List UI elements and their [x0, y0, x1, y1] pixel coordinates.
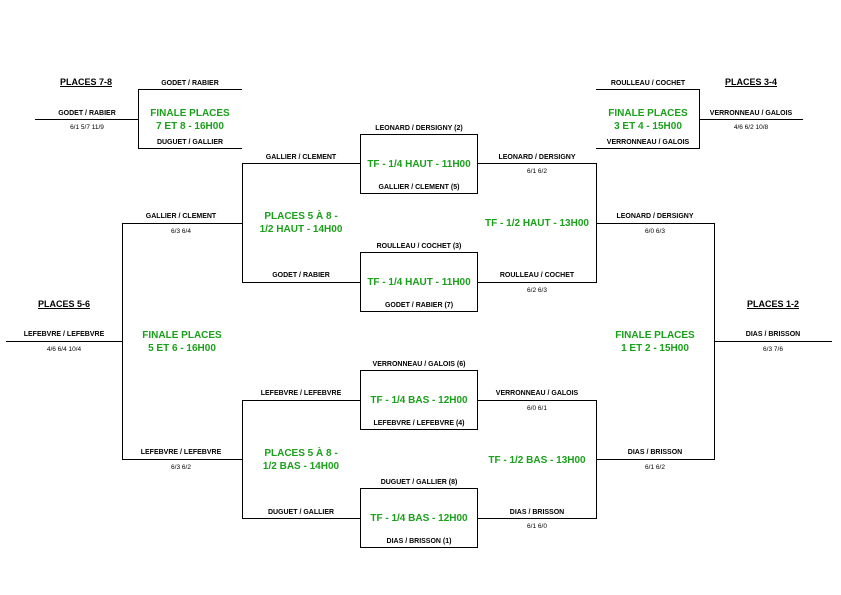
sf-bas-score: 6/1 6/2	[645, 464, 665, 471]
f78-score: 6/1 5/7 11/9	[70, 124, 104, 131]
sf-places-haut-winner: GALLIER / CLEMENT	[145, 213, 217, 220]
qf3-winner: VERRONNEAU / GALOIS	[495, 390, 579, 397]
f12-title-line1: FINALE PLACES	[615, 330, 695, 341]
sf-bas-winner: DIAS / BRISSON	[627, 449, 683, 456]
f56-winner: LEFEBVRE / LEFEBVRE	[23, 331, 105, 338]
bracket-line	[242, 518, 361, 519]
places-1-2-heading: PLACES 1-2	[746, 299, 800, 309]
f56-score: 4/6 6/4 10/4	[46, 346, 82, 353]
bracket-line	[596, 223, 715, 224]
bracket-line	[360, 429, 478, 430]
bracket-line	[477, 518, 597, 519]
f34-title-line1: FINALE PLACES	[608, 108, 688, 119]
qf2-bottom-team: GODET / RABIER (7)	[384, 302, 454, 309]
places-3-4-heading: PLACES 3-4	[724, 77, 778, 87]
f12-title-line2: 1 ET 2 - 15H00	[621, 343, 689, 354]
f78-winner: GODET / RABIER	[58, 110, 116, 117]
places-7-8-heading: PLACES 7-8	[59, 77, 113, 87]
sf-places-haut-line1: PLACES 5 À 8 -	[264, 211, 338, 222]
sf-places-5-8-haut-title: PLACES 5 À 8 - 1/2 HAUT - 14H00	[260, 210, 343, 236]
sf-places-bas-score: 6/3 6/2	[171, 464, 191, 471]
bracket-line	[242, 163, 361, 164]
f12-winner: DIAS / BRISSON	[745, 331, 801, 338]
f78-bottom-team: DUGUET / GALLIER	[156, 139, 224, 146]
f34-bottom-team: VERRONNEAU / GALOIS	[606, 139, 690, 146]
qf1-top-team: LEONARD / DERSIGNY (2)	[375, 125, 463, 132]
sf-places-haut-line2: 1/2 HAUT - 14H00	[259, 224, 343, 235]
f34-top-team: ROULLEAU / COCHET	[610, 80, 686, 87]
qf4-top-team: DUGUET / GALLIER (8)	[380, 479, 458, 486]
sf-bas-title: TF - 1/2 BAS - 13H00	[488, 455, 586, 466]
f78-title-line1: FINALE PLACES	[150, 108, 230, 119]
qf2-match-title: TF - 1/4 HAUT - 11H00	[367, 277, 471, 288]
qf2-winner: ROULLEAU / COCHET	[499, 272, 575, 279]
bracket-line	[242, 282, 361, 283]
bracket-line	[360, 193, 478, 194]
bracket-line	[477, 282, 597, 283]
bracket-line	[596, 148, 700, 149]
qf2-top-team: ROULLEAU / COCHET (3)	[376, 243, 462, 250]
bracket-line	[6, 341, 123, 342]
f34-match-title: FINALE PLACES 3 ET 4 - 15H00	[608, 107, 687, 133]
sf-haut-winner: LEONARD / DERSIGNY	[616, 213, 694, 220]
bracket-line	[138, 89, 242, 90]
bracket-line	[477, 163, 597, 164]
qf4-loser: DUGUET / GALLIER	[267, 509, 335, 516]
qf3-loser: LEFEBVRE / LEFEBVRE	[260, 390, 342, 397]
qf4-winner: DIAS / BRISSON	[509, 509, 565, 516]
qf1-score: 6/1 6/2	[527, 168, 547, 175]
sf-places-bas-winner: LEFEBVRE / LEFEBVRE	[140, 449, 222, 456]
bracket-line	[714, 341, 832, 342]
qf1-winner: LEONARD / DERSIGNY	[498, 154, 576, 161]
f34-score: 4/6 6/2 10/8	[733, 124, 769, 131]
places-5-6-heading: PLACES 5-6	[37, 299, 91, 309]
qf3-match-title: TF - 1/4 BAS - 12H00	[370, 395, 468, 406]
bracket-line	[360, 370, 478, 371]
bracket-line	[596, 89, 700, 90]
bracket-line	[360, 547, 478, 548]
qf1-loser: GALLIER / CLEMENT	[265, 154, 337, 161]
sf-places-haut-score: 6/3 6/4	[171, 228, 191, 235]
f78-top-team: GODET / RABIER	[161, 80, 219, 87]
qf4-match-title: TF - 1/4 BAS - 12H00	[370, 513, 468, 524]
qf3-top-team: VERRONNEAU / GALOIS (6)	[372, 361, 466, 368]
bracket-line	[360, 134, 361, 194]
bracket-line	[122, 223, 243, 224]
f12-score: 6/3 7/6	[763, 346, 783, 353]
f78-match-title: FINALE PLACES 7 ET 8 - 16H00	[150, 107, 229, 133]
f34-winner: VERRONNEAU / GALOIS	[709, 110, 793, 117]
f56-title-line2: 5 ET 6 - 16H00	[148, 343, 216, 354]
qf3-score: 6/0 6/1	[527, 405, 547, 412]
f78-title-line2: 7 ET 8 - 16H00	[156, 121, 224, 132]
bracket-line	[360, 311, 478, 312]
f34-title-line2: 3 ET 4 - 15H00	[614, 121, 682, 132]
qf1-bottom-team: GALLIER / CLEMENT (5)	[378, 184, 460, 191]
bracket-line	[477, 400, 597, 401]
bracket-line	[242, 400, 361, 401]
bracket-line	[699, 119, 803, 120]
f56-match-title: FINALE PLACES 5 ET 6 - 16H00	[142, 329, 221, 355]
bracket-line	[596, 459, 715, 460]
qf3-bottom-team: LEFEBVRE / LEFEBVRE (4)	[373, 420, 465, 427]
bracket-line	[360, 134, 478, 135]
sf-places-bas-line1: PLACES 5 À 8 -	[264, 448, 338, 459]
bracket-line	[360, 488, 478, 489]
qf2-score: 6/2 6/3	[527, 287, 547, 294]
bracket-line	[138, 148, 242, 149]
sf-places-bas-line2: 1/2 BAS - 14H00	[262, 461, 340, 472]
qf1-match-title: TF - 1/4 HAUT - 11H00	[367, 159, 471, 170]
qf4-score: 6/1 6/0	[527, 523, 547, 530]
f12-match-title: FINALE PLACES 1 ET 2 - 15H00	[615, 329, 694, 355]
qf2-loser: GODET / RABIER	[272, 272, 330, 279]
f56-title-line1: FINALE PLACES	[142, 330, 222, 341]
bracket-line	[122, 459, 243, 460]
qf4-bottom-team: DIAS / BRISSON (1)	[386, 538, 452, 545]
sf-places-5-8-bas-title: PLACES 5 À 8 - 1/2 BAS - 14H00	[263, 447, 339, 473]
sf-haut-title: TF - 1/2 HAUT - 13H00	[485, 218, 589, 229]
sf-haut-score: 6/0 6/3	[645, 228, 665, 235]
bracket-line	[360, 252, 478, 253]
bracket-line	[477, 134, 478, 194]
bracket-line	[35, 119, 139, 120]
